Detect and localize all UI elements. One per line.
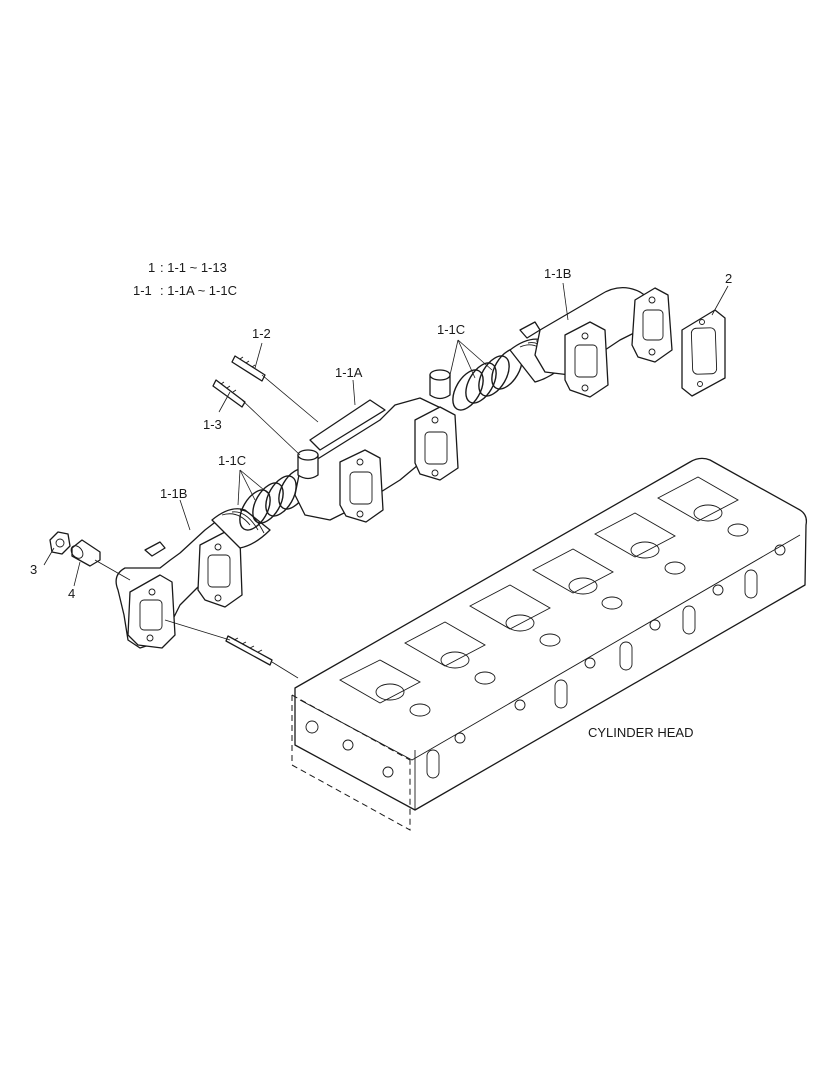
legend-line2-number: 1-1 — [133, 283, 152, 298]
cylinder-head — [291, 457, 808, 831]
label-1-1b-right: 1-1B — [544, 266, 571, 281]
legend-line2-text: : 1-1A ~ 1-1C — [160, 283, 237, 298]
label-1-1a: 1-1A — [335, 365, 363, 380]
spacer-sleeve — [70, 539, 101, 567]
manifold-section-1-1b-right — [519, 287, 673, 398]
manifold-section-1-1a — [294, 369, 459, 523]
cylinder-head-ports — [339, 476, 749, 717]
label-1-1c-upper: 1-1C — [437, 322, 465, 337]
gasket — [681, 309, 726, 397]
label-cylinder-head: CYLINDER HEAD — [588, 725, 693, 740]
label-1-1c-lower: 1-1C — [218, 453, 246, 468]
label-1-3: 1-3 — [203, 417, 222, 432]
legend: 1 : 1-1 ~ 1-13 1-1 : 1-1A ~ 1-1C — [133, 260, 237, 298]
callout-labels: 1-1B 2 1-1C 1-2 1-1A 1-3 1-1C 1-1B 3 4 C… — [30, 266, 732, 740]
legend-line1-number: 1 — [148, 260, 155, 275]
stud-1-2 — [231, 355, 266, 382]
nut — [49, 531, 71, 555]
manifold-section-1-1b-left — [115, 514, 243, 649]
label-1-1b-left: 1-1B — [160, 486, 187, 501]
label-1-2: 1-2 — [252, 326, 271, 341]
label-4: 4 — [68, 586, 75, 601]
label-2: 2 — [725, 271, 732, 286]
leader-lines — [43, 282, 729, 679]
label-3: 3 — [30, 562, 37, 577]
long-stud — [225, 635, 273, 666]
cylinder-head-side-holes — [305, 544, 786, 779]
exhaust-manifold — [115, 287, 673, 649]
legend-line1-text: : 1-1 ~ 1-13 — [160, 260, 227, 275]
